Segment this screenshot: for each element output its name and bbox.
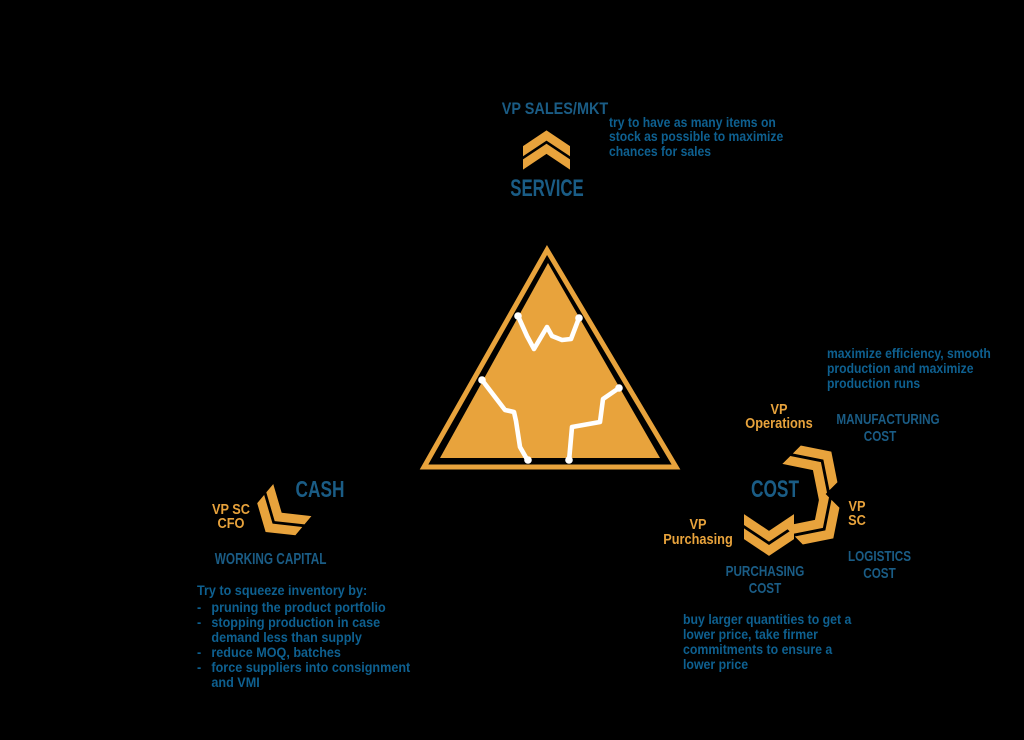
cash-note: Try to squeeze inventory by: -pruning th…: [197, 583, 431, 690]
crack-endpoint-dots: [478, 312, 623, 464]
cash-note-bullets: -pruning the product portfolio-stopping …: [197, 600, 431, 690]
bullet-dash: -: [197, 599, 202, 615]
triangle-fill: [440, 263, 660, 458]
purchasing-double-chevron-down-icon: [744, 514, 794, 556]
note-bullet: -pruning the product portfolio: [197, 600, 431, 615]
working-capital-label: WORKING CAPITAL: [214, 551, 327, 568]
cost-corner-label: COST: [750, 476, 799, 503]
cash-corner-label: CASH: [295, 476, 345, 502]
note-bullet: -reduce MOQ, batches: [197, 645, 431, 660]
bullet-text: pruning the product portfolio: [211, 599, 386, 615]
service-corner-label: SERVICE: [510, 175, 584, 202]
triangle-outline: [419, 245, 681, 470]
crack-line-left: [479, 377, 531, 464]
bullet-text: reduce MOQ, batches: [211, 644, 341, 660]
bullet-dash: -: [197, 644, 202, 660]
cash-note-title: Try to squeeze inventory by:: [197, 582, 368, 598]
bullet-dash: -: [197, 659, 202, 675]
bullet-dash: -: [197, 614, 202, 630]
service-vp-label: VP SALES/MKT: [501, 99, 609, 118]
crack-line-top: [515, 313, 582, 352]
crack-line-right: [566, 385, 622, 464]
service-double-chevron-up-icon: [523, 130, 570, 170]
crack-lines: [479, 313, 622, 464]
